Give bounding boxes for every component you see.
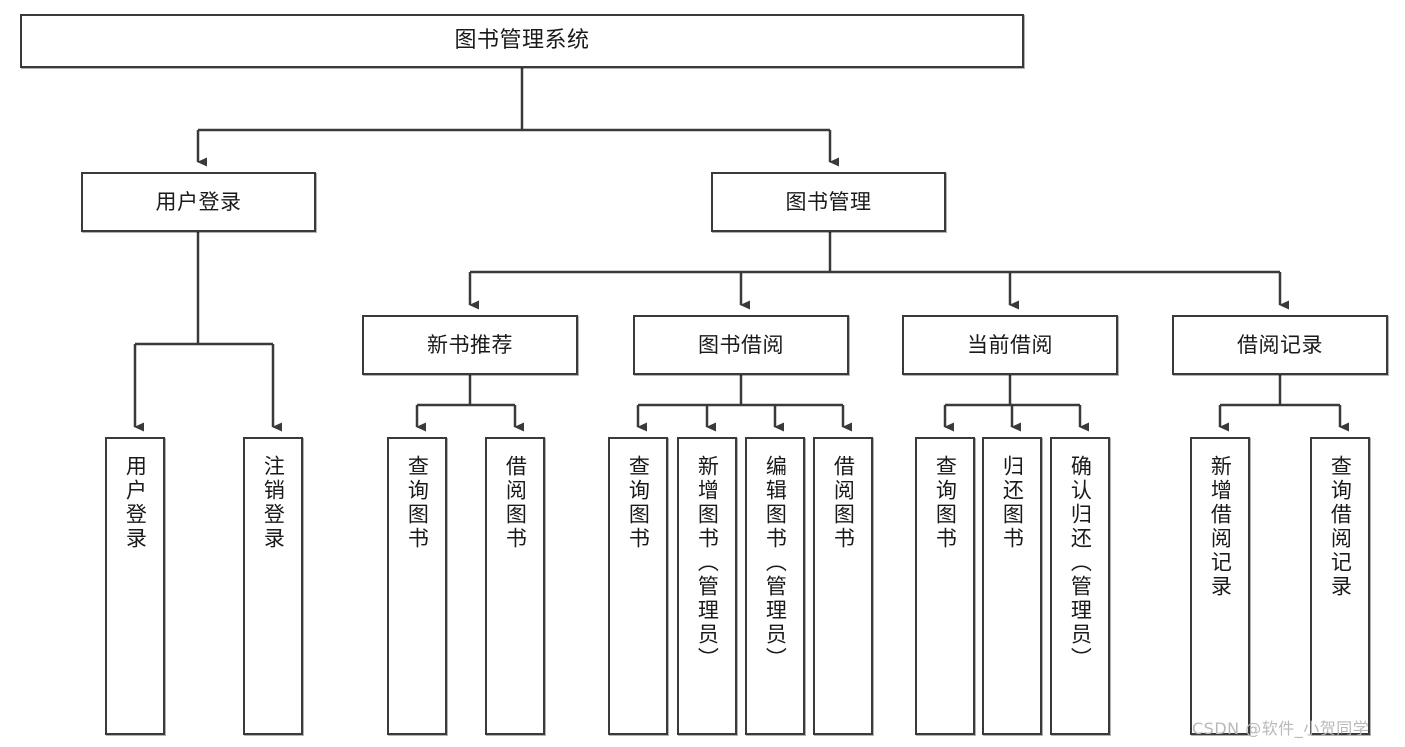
leaf-user-login[interactable]: 用户登录 — [105, 437, 165, 735]
root-to-level2-connectors — [196, 68, 839, 167]
node-label: 归还图书 — [1000, 455, 1025, 551]
node-book-management-system[interactable]: 图书管理系统 — [20, 14, 1024, 68]
node-label: 新增图书（管理员） — [695, 455, 720, 671]
leaf-confirm-return-admin[interactable]: 确认归还（管理员） — [1050, 437, 1110, 735]
node-label: 查询图书 — [405, 455, 430, 551]
leaf-add-borrowing-record[interactable]: 新增借阅记录 — [1190, 437, 1250, 735]
node-label: 查询图书 — [933, 455, 958, 551]
node-book-borrowing[interactable]: 图书借阅 — [633, 315, 849, 375]
csdn-watermark: CSDN @软件_小贺同学 — [1192, 719, 1370, 738]
node-label: 借阅图书 — [503, 455, 528, 551]
leaf-logout[interactable]: 注销登录 — [243, 437, 303, 735]
leaf-add-book-admin[interactable]: 新增图书（管理员） — [677, 437, 737, 735]
user-login-to-leaves-connectors — [133, 232, 282, 432]
node-label: 确认归还（管理员） — [1068, 455, 1093, 671]
node-label: 图书管理系统 — [454, 28, 590, 54]
node-label: 图书管理 — [785, 189, 872, 214]
book-mgmt-to-level3-connectors — [468, 232, 1289, 310]
node-label: 用户登录 — [123, 455, 148, 551]
leaf-query-borrowing-record[interactable]: 查询借阅记录 — [1310, 437, 1370, 735]
node-label: 新书推荐 — [427, 332, 513, 357]
node-label: 新增借阅记录 — [1208, 455, 1233, 599]
node-label: 查询图书 — [626, 455, 651, 551]
node-label: 当前借阅 — [967, 332, 1053, 357]
leaf-borrow-book[interactable]: 借阅图书 — [813, 437, 873, 735]
book-borrow-to-leaves-connectors — [636, 375, 852, 432]
node-label: 用户登录 — [155, 189, 242, 214]
node-user-login[interactable]: 用户登录 — [81, 172, 316, 232]
node-book-management[interactable]: 图书管理 — [711, 172, 946, 232]
node-label: 借阅记录 — [1237, 332, 1323, 357]
node-current-borrowing[interactable]: 当前借阅 — [902, 315, 1118, 375]
node-label: 注销登录 — [261, 455, 286, 551]
borrow-record-to-leaves-connectors — [1218, 375, 1349, 432]
node-label: 编辑图书（管理员） — [763, 455, 788, 671]
leaf-return-book[interactable]: 归还图书 — [982, 437, 1042, 735]
node-label: 借阅图书 — [831, 455, 856, 551]
leaf-query-book-recommendation[interactable]: 查询图书 — [387, 437, 447, 735]
node-borrowing-record[interactable]: 借阅记录 — [1172, 315, 1388, 375]
leaf-edit-book-admin[interactable]: 编辑图书（管理员） — [745, 437, 805, 735]
node-label: 图书借阅 — [698, 332, 784, 357]
current-borrow-to-leaves-connectors — [943, 375, 1089, 432]
leaf-borrow-book-recommendation[interactable]: 借阅图书 — [485, 437, 545, 735]
new-book-rec-to-leaves-connectors — [415, 375, 524, 432]
leaf-query-book-current[interactable]: 查询图书 — [915, 437, 975, 735]
leaf-query-book-borrowing[interactable]: 查询图书 — [608, 437, 668, 735]
node-label: 查询借阅记录 — [1328, 455, 1353, 599]
node-new-book-recommendation[interactable]: 新书推荐 — [362, 315, 578, 375]
